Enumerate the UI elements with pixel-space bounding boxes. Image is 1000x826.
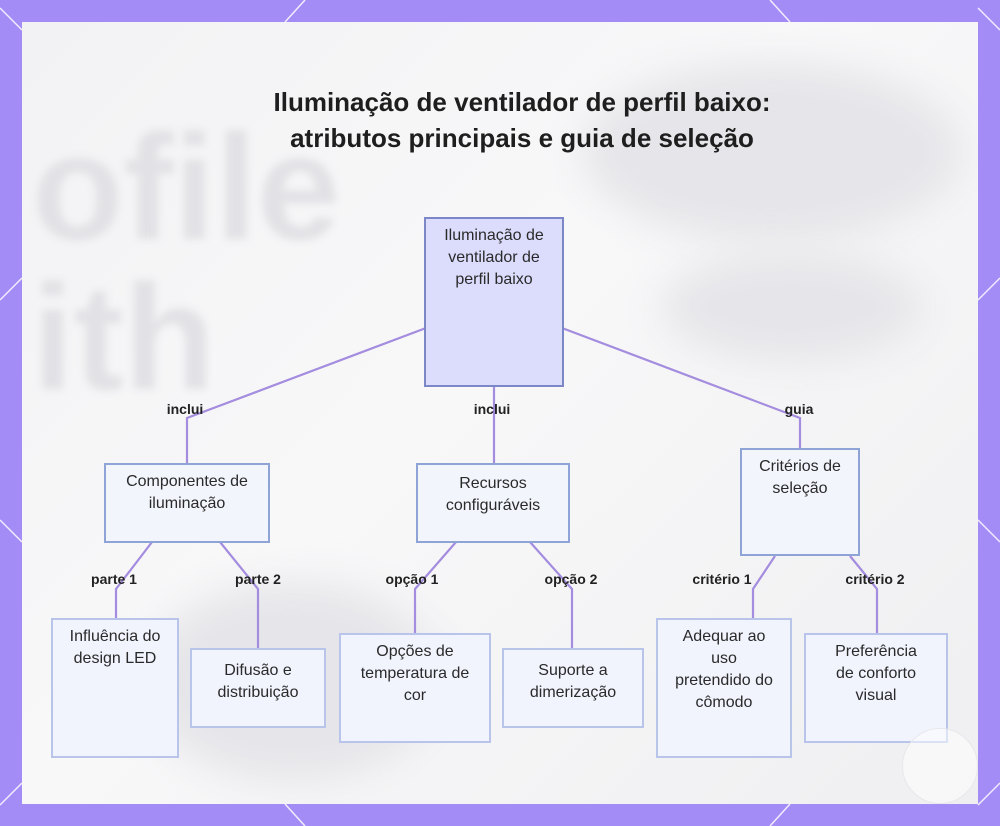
node-branch-3: Critérios de seleção xyxy=(740,448,860,556)
node-label: Componentes de iluminação xyxy=(126,473,248,512)
node-leaf-5: Adequar ao uso pretendido do cômodo xyxy=(656,618,792,758)
node-leaf-3: Opções de temperatura de cor xyxy=(339,633,491,743)
node-label: Influência do design LED xyxy=(69,628,161,667)
edge-label-branch-3: guia xyxy=(784,401,814,417)
edge-label-leaf-4: opção 2 xyxy=(544,571,598,587)
node-label: Iluminação de ventilador de perfil baixo xyxy=(444,227,544,288)
node-branch-2: Recursos configuráveis xyxy=(416,463,570,543)
diagram-title: Iluminação de ventilador de perfil baixo… xyxy=(273,87,771,153)
connector-branch-2-child-1 xyxy=(413,541,457,634)
connector-branch-3-child-2 xyxy=(849,555,879,634)
node-label: Opções de temperatura de cor xyxy=(360,643,470,704)
node-leaf-2: Difusão e distribuição xyxy=(190,648,326,728)
node-label: Adequar ao uso pretendido do cômodo xyxy=(675,628,773,711)
edge-label-leaf-1: parte 1 xyxy=(91,571,137,587)
logo-badge xyxy=(902,728,978,804)
node-label: Suporte a dimerização xyxy=(529,662,617,701)
edge-label-branch-1: inclui xyxy=(166,401,204,417)
node-label: Recursos configuráveis xyxy=(445,475,541,514)
node-label: Difusão e distribuição xyxy=(217,662,299,701)
node-leaf-1: Influência do design LED xyxy=(51,618,179,758)
node-label: Critérios de seleção xyxy=(759,458,841,497)
node-branch-1: Componentes de iluminação xyxy=(104,463,270,543)
background-blur-shape xyxy=(662,252,922,362)
edge-label-branch-2: inclui xyxy=(473,401,511,417)
node-root: Iluminação de ventilador de perfil baixo xyxy=(424,217,564,387)
edge-label-leaf-3: opção 1 xyxy=(385,571,439,587)
node-label: Preferência de conforto visual xyxy=(835,643,917,704)
node-leaf-4: Suporte a dimerização xyxy=(502,648,644,728)
connector-branch-3-child-1 xyxy=(751,555,776,619)
connector-branch-1-child-1 xyxy=(114,541,153,619)
edge-label-leaf-6: critério 2 xyxy=(845,571,905,587)
edge-label-leaf-5: critério 1 xyxy=(692,571,752,587)
connector-branch-1-child-2 xyxy=(219,541,260,648)
connector-root-branch-3 xyxy=(561,326,802,449)
background-blur-shape xyxy=(582,62,962,242)
connector-layer xyxy=(114,326,879,650)
connector-root-branch-1 xyxy=(185,326,427,465)
node-leaf-6: Preferência de conforto visual xyxy=(804,633,948,743)
connector-branch-2-child-2 xyxy=(529,541,574,650)
edge-label-leaf-2: parte 2 xyxy=(235,571,281,587)
